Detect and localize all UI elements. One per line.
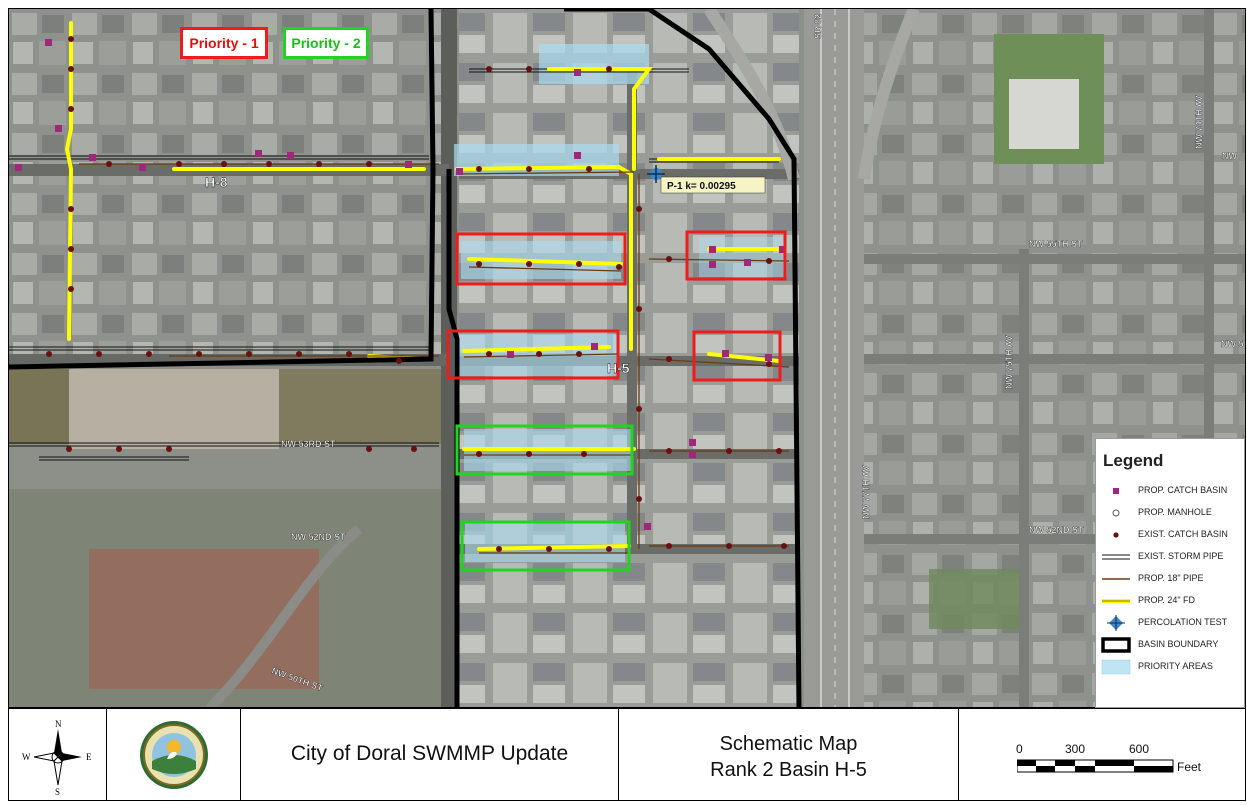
percolation-test-label: P-1 k= 0.00295	[667, 181, 736, 192]
priority1-area-box	[455, 232, 627, 286]
priority1-area-box	[446, 329, 620, 380]
project-title-cell: City of Doral SWMMP Update	[241, 709, 619, 800]
project-title: City of Doral SWMMP Update	[290, 742, 569, 765]
legend-label: PROP. 18" PIPE	[1138, 573, 1204, 583]
compass-cell: N S W E	[9, 709, 107, 800]
legend-item: EXIST. CATCH BASIN	[1096, 525, 1246, 545]
priority1-key: Priority - 1	[180, 27, 268, 59]
percolation-test-icon	[1107, 615, 1125, 631]
compass-s: S	[55, 787, 60, 797]
north-arrow-icon: N S W E	[22, 719, 92, 797]
exist-storm-pipe-icon	[1102, 554, 1130, 560]
seal-cell	[107, 709, 241, 800]
street-label-nw77th: NW 77TH AV	[861, 465, 871, 519]
street-label-nw55th: NW 55TH ST	[1029, 239, 1083, 249]
legend-item: PERCOLATION TEST	[1096, 613, 1246, 633]
priority1-area-box	[685, 230, 787, 281]
basin-label-h5: H-5	[607, 360, 630, 376]
scale-unit: Feet	[1177, 760, 1202, 774]
percolation-test-marker	[647, 165, 665, 183]
city-seal-logo	[140, 721, 208, 789]
street-label-nw53rd: NW 53RD ST	[281, 439, 336, 449]
street-label-sr826: SR 82	[813, 14, 823, 39]
priority1-area-box	[692, 330, 782, 382]
legend-item: EXIST. STORM PIPE	[1096, 547, 1246, 567]
legend-item: PROP. CATCH BASIN	[1096, 481, 1246, 501]
street-label-nw52nd-east: NW 52ND ST	[1029, 525, 1084, 535]
legend-item: PROP. 24" FD	[1096, 591, 1246, 611]
prop-catch-basin-icon	[1113, 488, 1119, 494]
legend-item: PROP. 18" PIPE	[1096, 569, 1246, 589]
legend-label: PROP. 24" FD	[1138, 595, 1196, 605]
legend-item: PROP. MANHOLE	[1096, 503, 1246, 523]
legend-label: PROP. CATCH BASIN	[1138, 485, 1228, 495]
street-label-edge-nw5: NW 5	[1221, 339, 1244, 349]
map-frame: P-1 k= 0.00295 H-8 H-5 NW 55TH ST NW 53R…	[8, 8, 1246, 708]
legend-item: PRIORITY AREAS	[1096, 657, 1246, 677]
legend-label: PROP. MANHOLE	[1138, 507, 1212, 517]
compass-n: N	[55, 719, 62, 729]
priority2-area-box	[455, 424, 634, 476]
compass-e: E	[86, 752, 92, 762]
title-block: N S W E City of Doral SWMMP Update Schem…	[8, 708, 1246, 801]
scale-tick-600: 600	[1129, 742, 1150, 756]
legend-title: Legend	[1103, 451, 1164, 470]
priority2-key: Priority - 2	[283, 27, 369, 59]
priority-areas-icon	[1101, 659, 1131, 675]
scale-tick-300: 300	[1065, 742, 1086, 756]
basin-boundary-icon	[1101, 637, 1131, 653]
legend-item: BASIN BOUNDARY	[1096, 635, 1246, 655]
legend-label: EXIST. STORM PIPE	[1138, 551, 1224, 561]
scale-bar	[1017, 759, 1174, 773]
legend-label: BASIN BOUNDARY	[1138, 639, 1219, 649]
street-label-nw74th: NW 74TH AV	[1194, 95, 1204, 149]
legend-label: PRIORITY AREAS	[1138, 661, 1213, 671]
compass-w: W	[22, 752, 31, 762]
scale-tick-0: 0	[1016, 742, 1023, 756]
legend-label: EXIST. CATCH BASIN	[1138, 529, 1228, 539]
basin-label-h8: H-8	[205, 174, 228, 190]
scale-cell: 0 300 600 Feet	[959, 709, 1245, 800]
map-title-line1: Schematic Map	[719, 733, 858, 755]
prop-18-pipe-icon	[1102, 578, 1130, 580]
exist-catch-basin-icon	[1113, 532, 1119, 538]
street-label-nw75th: NW 75TH AV	[1004, 335, 1014, 389]
map-title-cell: Schematic Map Rank 2 Basin H-5	[619, 709, 959, 800]
street-label-nw52nd-west: NW 52ND ST	[291, 532, 346, 542]
prop-24-fd-icon	[1102, 599, 1130, 603]
map-title-line2: Rank 2 Basin H-5	[710, 759, 867, 781]
street-label-edge-nw: NW	[1222, 151, 1237, 161]
legend-panel: Legend PROP. CATCH BASIN PROP. MANHOLE E…	[1095, 438, 1245, 708]
legend-label: PERCOLATION TEST	[1138, 617, 1228, 627]
aerial-map: P-1 k= 0.00295 H-8 H-5 NW 55TH ST NW 53R…	[9, 9, 1245, 707]
prop-manhole-icon	[1112, 509, 1120, 517]
priority2-area-box	[460, 520, 631, 572]
